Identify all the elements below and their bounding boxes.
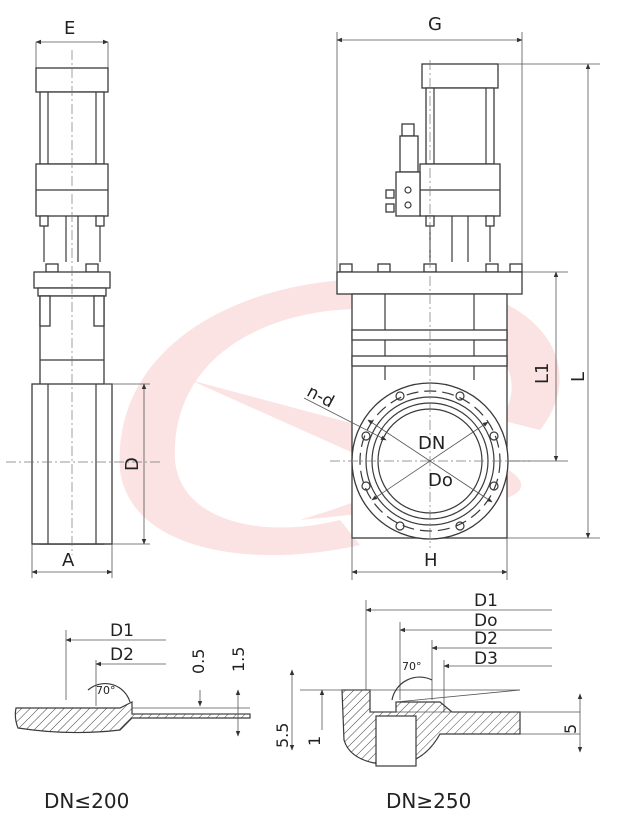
detail-large-label-d3: D3	[474, 649, 498, 669]
detail-small-label-1-5: 1.5	[229, 647, 248, 672]
seal-detail-small: D1 D2 70° 0.5 1.5 DN≤200	[14, 621, 251, 813]
detail-large-caption: DN≥250	[386, 789, 471, 813]
detail-small-label-d1: D1	[110, 621, 134, 641]
detail-small-caption: DN≤200	[44, 789, 129, 813]
front-view: G	[303, 14, 600, 580]
seal-detail-large: D1 Do D2 D3 70° 5.5 1 5 DN≥250	[273, 591, 583, 813]
dim-label-d: D	[122, 457, 143, 471]
dim-label-n-d: n-d	[303, 382, 337, 413]
detail-large-label-d2: D2	[474, 629, 498, 649]
dim-label-do: Do	[428, 470, 453, 491]
dim-label-h: H	[424, 550, 438, 571]
detail-large-label-d1: D1	[474, 591, 498, 611]
detail-small-label-angle: 70°	[96, 684, 116, 697]
dim-label-a: A	[62, 550, 75, 571]
dim-label-l1: L1	[532, 363, 553, 384]
detail-small-label-0-5: 0.5	[189, 649, 208, 674]
detail-small-label-d2: D2	[110, 645, 134, 665]
detail-large-label-angle: 70°	[402, 660, 422, 673]
dim-label-e: E	[64, 18, 75, 39]
dim-label-l: L	[568, 372, 589, 382]
side-view: E D	[6, 18, 160, 578]
dim-label-dn: DN	[418, 433, 445, 454]
detail-large-label-1: 1	[305, 736, 324, 746]
detail-large-label-5: 5	[561, 724, 580, 734]
detail-large-label-5-5: 5.5	[273, 723, 292, 748]
detail-large-label-do: Do	[474, 611, 498, 631]
dim-label-g: G	[428, 14, 442, 35]
